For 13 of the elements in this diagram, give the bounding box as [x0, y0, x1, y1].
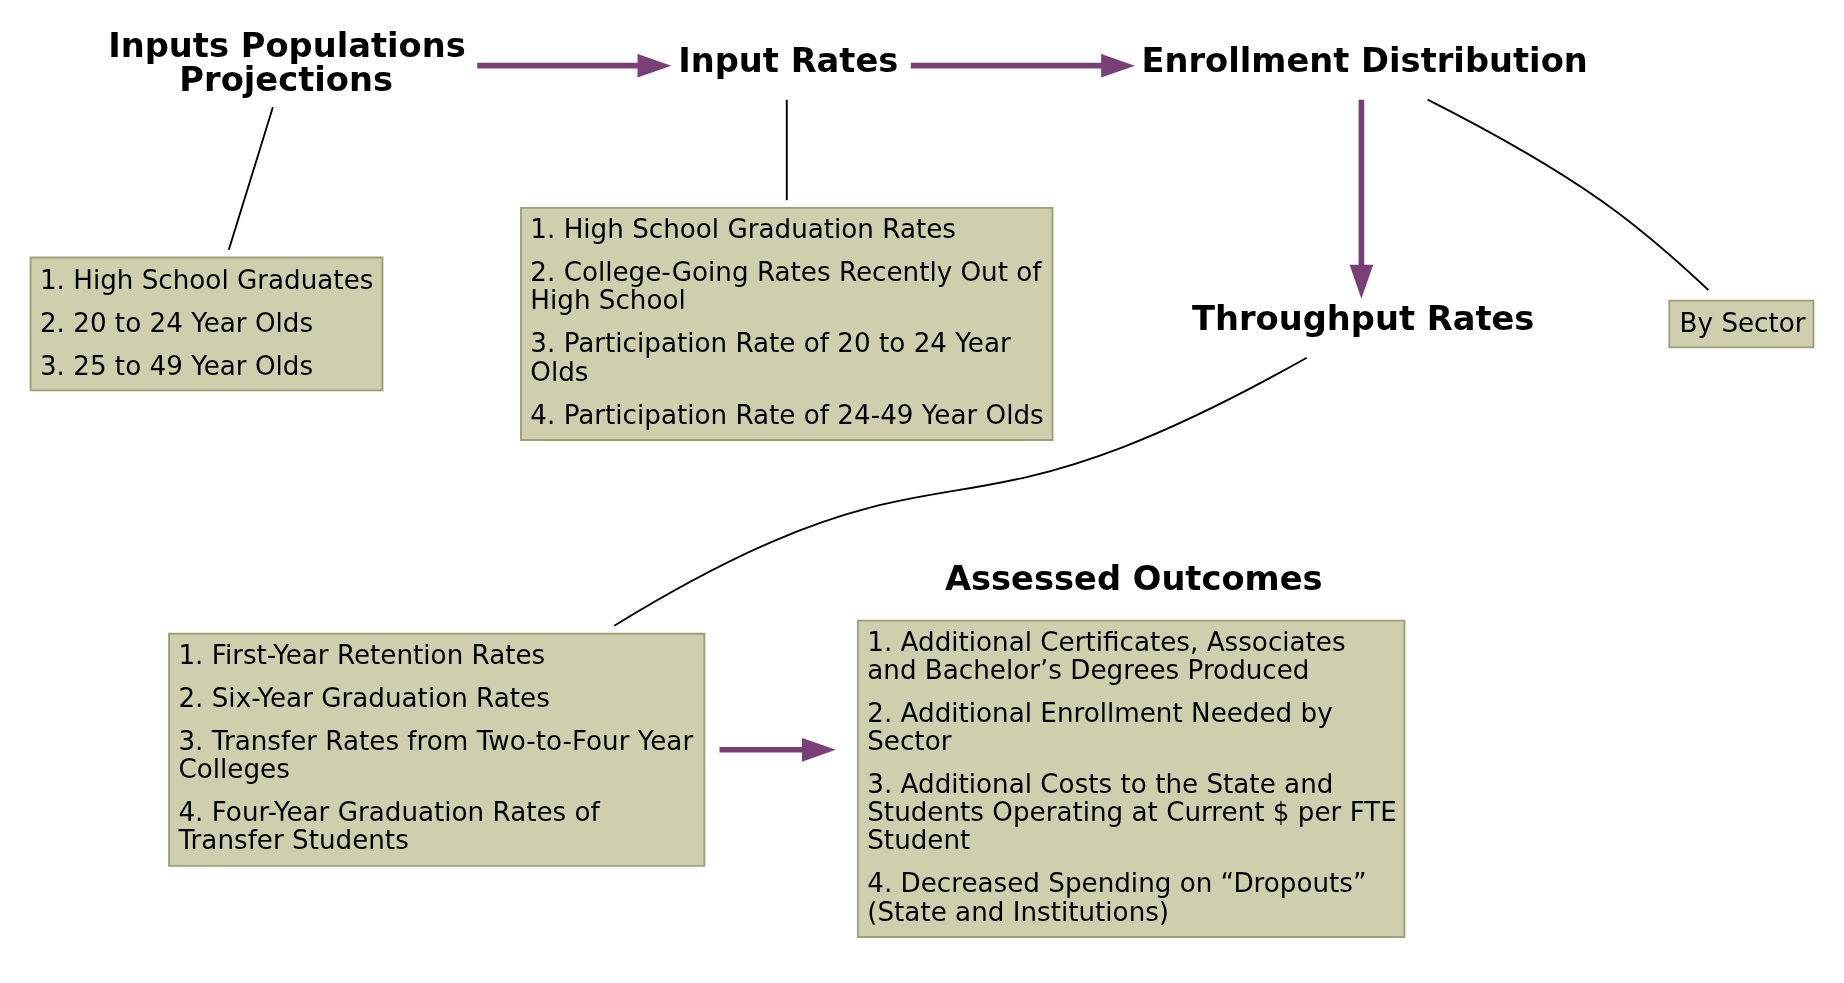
node-text: Enrollment Distribution — [1141, 41, 1588, 81]
arrow — [477, 53, 672, 78]
arrow — [910, 53, 1135, 78]
node-text: Input Rates — [678, 41, 899, 81]
arrow — [719, 738, 836, 762]
connector — [785, 98, 788, 202]
node-text: Throughput Rates — [1192, 299, 1535, 339]
connector — [1426, 98, 1710, 291]
connector — [227, 106, 274, 251]
connector — [613, 356, 1308, 627]
node-text: Inputs Populations Projections — [108, 26, 466, 99]
arrow — [1349, 99, 1374, 299]
node-label: Assessed Outcomes — [944, 558, 1323, 598]
